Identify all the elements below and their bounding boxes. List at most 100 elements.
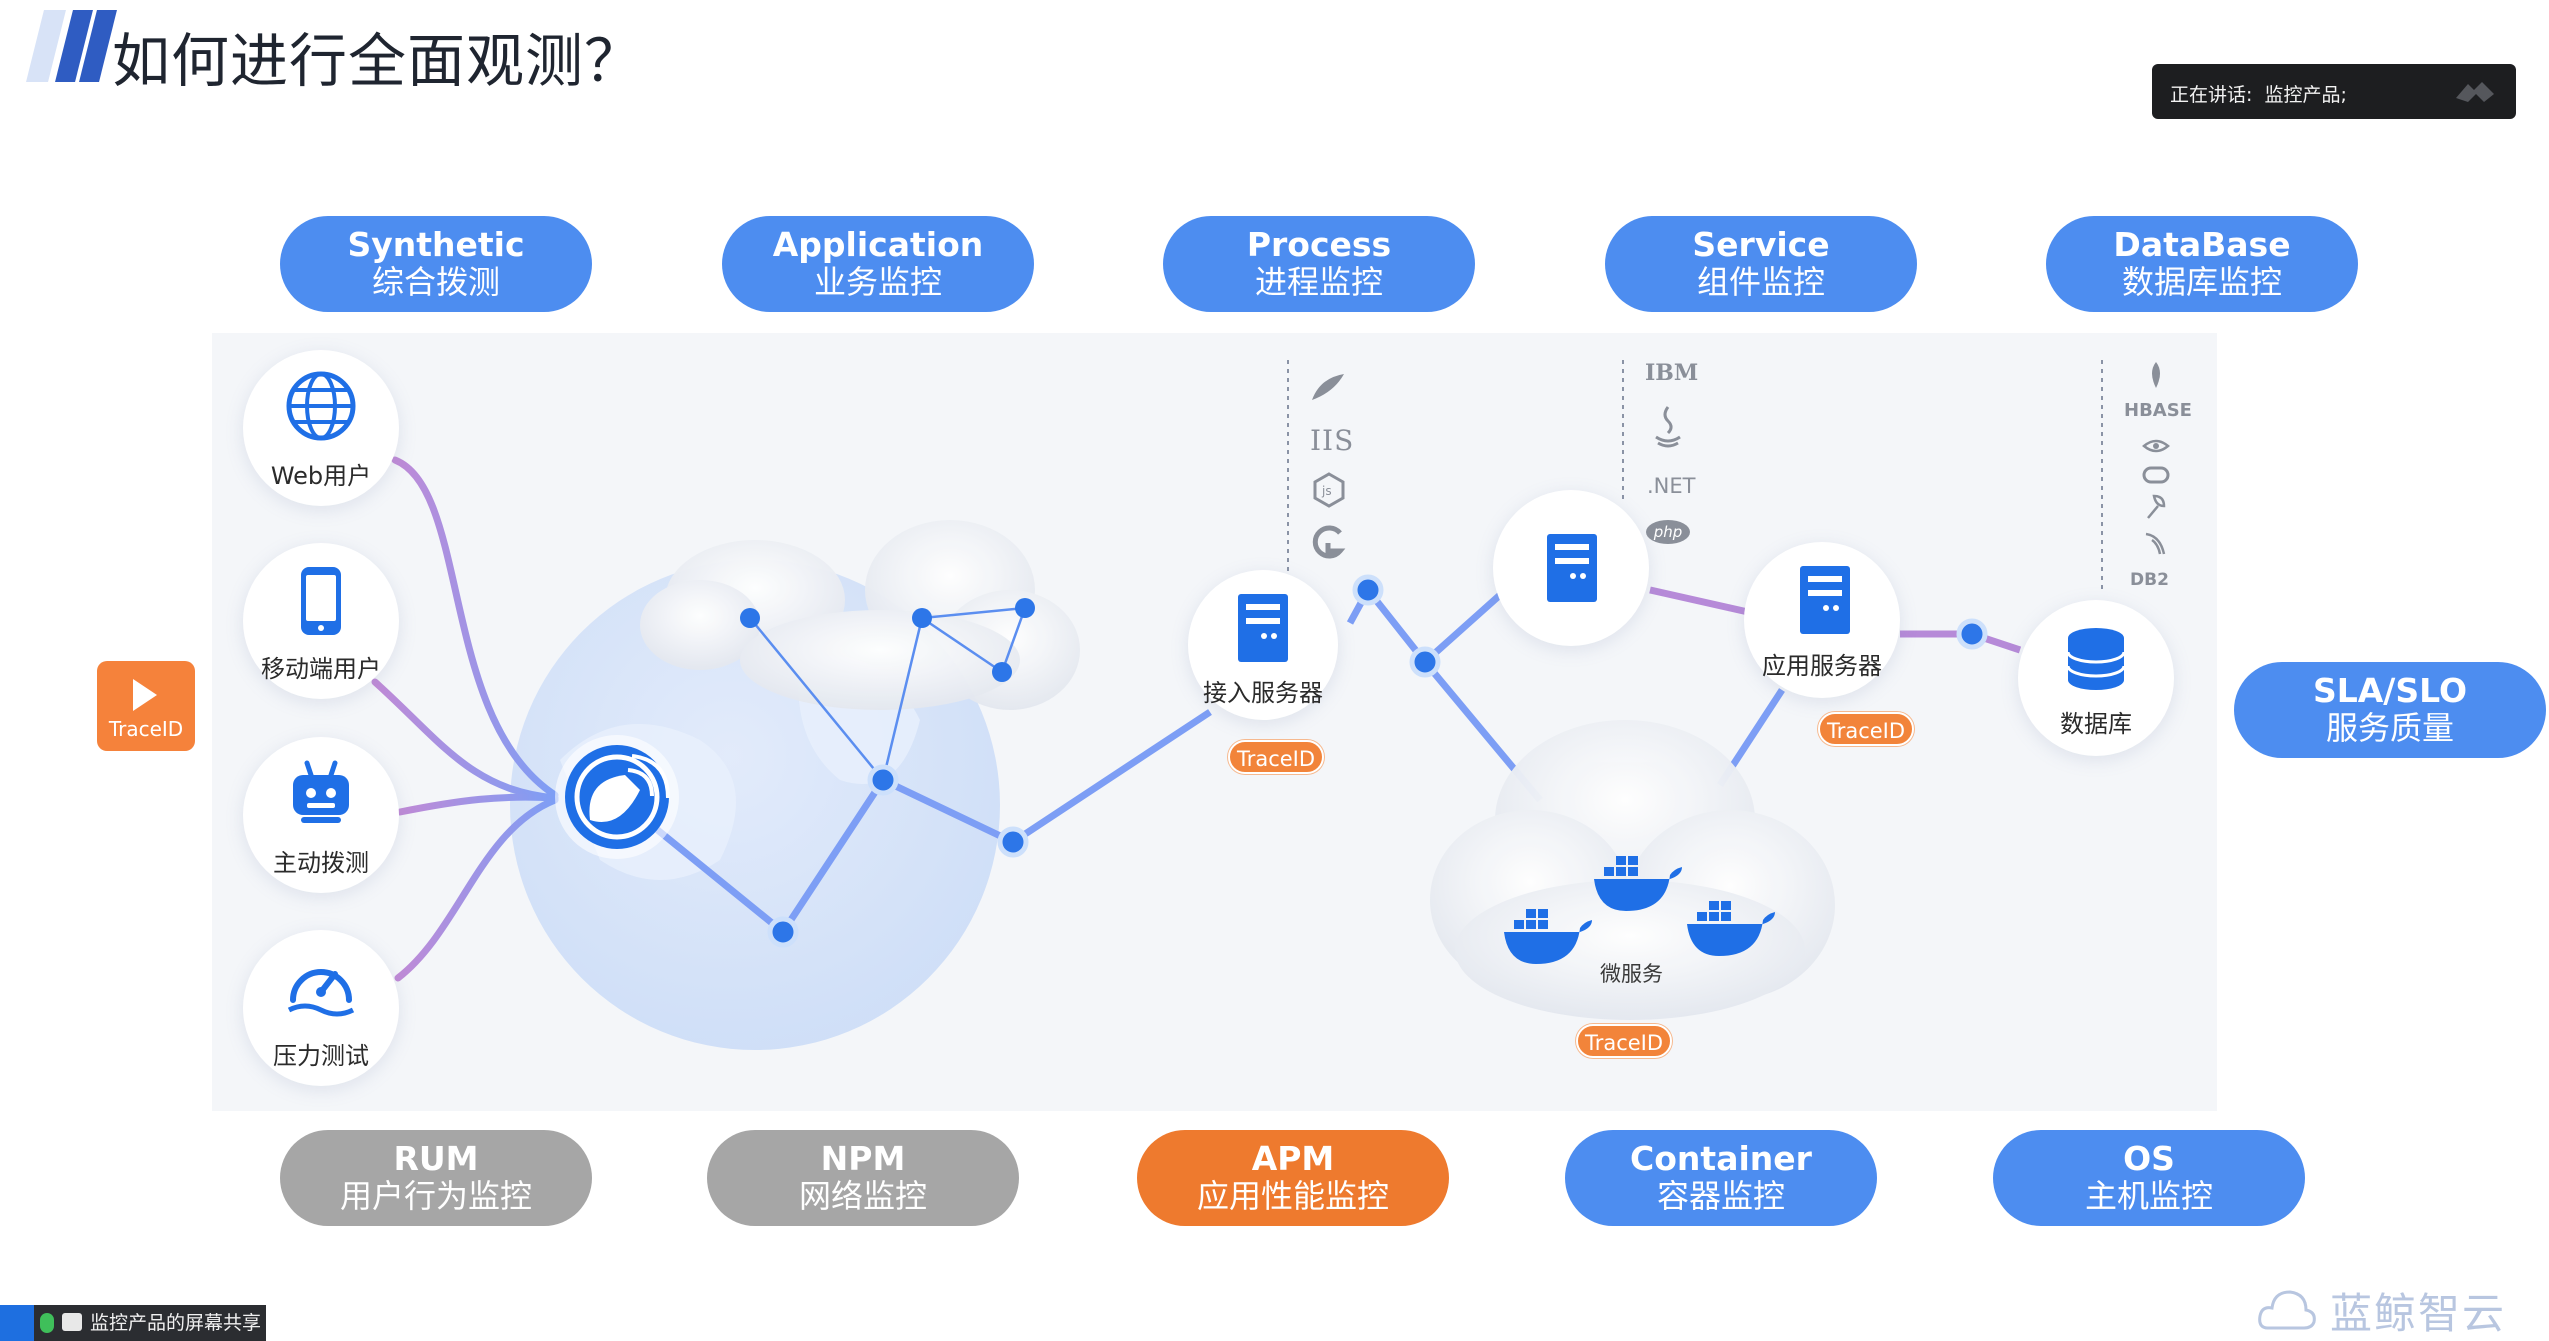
node-service-server[interactable] bbox=[1493, 490, 1649, 646]
server-icon bbox=[1800, 566, 1850, 634]
gin-icon bbox=[1312, 525, 1346, 559]
nodejs-icon: js bbox=[1313, 472, 1345, 508]
pill-en: NPM bbox=[820, 1139, 906, 1178]
screen-share-label: 监控产品的屏幕共享 bbox=[90, 1312, 262, 1334]
speaking-name: 监控产品; bbox=[2264, 84, 2347, 106]
java-icon bbox=[1655, 406, 1681, 448]
pill-zh: 综合拨测 bbox=[371, 262, 500, 301]
node-label: 主动拨测 bbox=[273, 849, 369, 877]
pill-en: DataBase bbox=[2113, 225, 2291, 264]
ibm-logo: IBM bbox=[1645, 360, 1699, 386]
pill-en: RUM bbox=[393, 1139, 479, 1178]
pill-os[interactable]: OS 主机监控 bbox=[1993, 1130, 2305, 1226]
traceid-source-badge[interactable]: TraceID bbox=[97, 661, 195, 751]
phone-icon bbox=[301, 567, 341, 635]
oracle-icon bbox=[2142, 466, 2170, 484]
redis-icon bbox=[2147, 494, 2166, 519]
sla-slo-pill[interactable]: SLA/SLO 服务质量 bbox=[2234, 662, 2546, 758]
node-synthetic-probe[interactable]: 主动拨测 bbox=[243, 737, 399, 893]
node-label: Web用户 bbox=[270, 462, 372, 490]
link-dot bbox=[867, 764, 899, 796]
play-icon bbox=[133, 679, 157, 711]
link-dot bbox=[997, 826, 1029, 858]
traceid-badge: TraceID bbox=[1576, 1024, 1672, 1058]
pill-container[interactable]: Container 容器监控 bbox=[1565, 1130, 1877, 1226]
server-icon bbox=[1238, 594, 1288, 662]
pill-en: Synthetic bbox=[347, 225, 525, 264]
database-icon bbox=[2066, 628, 2126, 690]
pill-en: Container bbox=[1630, 1139, 1812, 1178]
php-logo: php bbox=[1646, 520, 1690, 544]
link-dot bbox=[912, 608, 932, 628]
server-icon bbox=[1547, 534, 1597, 602]
sla-en: SLA/SLO bbox=[2312, 671, 2468, 710]
microphone-icon bbox=[40, 1313, 54, 1333]
mysql-icon bbox=[2145, 532, 2166, 555]
node-label: 应用服务器 bbox=[1762, 652, 1882, 680]
pill-apm[interactable]: APM 应用性能监控 bbox=[1137, 1130, 1449, 1226]
link-dot bbox=[1409, 646, 1441, 678]
speaking-label: 正在讲话: bbox=[2170, 84, 2253, 106]
node-label: 压力测试 bbox=[273, 1042, 369, 1070]
gauge-icon bbox=[287, 969, 355, 1017]
pill-zh: 进程监控 bbox=[1254, 262, 1383, 301]
pill-synthetic[interactable]: Synthetic 综合拨测 bbox=[280, 216, 592, 312]
pill-service[interactable]: Service 组件监控 bbox=[1605, 216, 1917, 312]
pill-rum[interactable]: RUM 用户行为监控 bbox=[280, 1130, 592, 1226]
hbase-logo: HBASE bbox=[2124, 400, 2192, 421]
node-web-users[interactable]: Web用户 bbox=[243, 350, 399, 506]
pill-zh: 网络监控 bbox=[798, 1176, 927, 1215]
node-access-server[interactable]: 接入服务器 bbox=[1188, 570, 1338, 720]
node-label: 移动端用户 bbox=[261, 655, 381, 683]
pill-process[interactable]: Process 进程监控 bbox=[1163, 216, 1475, 312]
traceid-badge: TraceID bbox=[1818, 712, 1914, 746]
docker-icon bbox=[1594, 856, 1682, 911]
pill-zh: 主机监控 bbox=[2084, 1176, 2213, 1215]
link-dot bbox=[1956, 618, 1988, 650]
traceid-label: TraceID bbox=[108, 717, 184, 741]
link-dot bbox=[1015, 598, 1035, 618]
db2-logo: DB2 bbox=[2130, 570, 2169, 590]
pill-en: Application bbox=[772, 225, 984, 264]
node-mobile-users[interactable]: 移动端用户 bbox=[243, 543, 399, 699]
pill-en: APM bbox=[1251, 1139, 1335, 1178]
iis-logo: IIS bbox=[1310, 424, 1355, 457]
audio-wave-icon bbox=[2456, 82, 2494, 102]
pill-zh: 应用性能监控 bbox=[1196, 1176, 1389, 1215]
node-database[interactable]: 数据库 bbox=[2018, 600, 2174, 756]
pill-application[interactable]: Application 业务监控 bbox=[722, 216, 1034, 312]
brand-name: 蓝鲸智云 bbox=[2330, 1289, 2507, 1338]
satellite-dish-icon bbox=[555, 735, 679, 859]
feather-icon bbox=[1312, 374, 1344, 400]
link-dot bbox=[992, 662, 1012, 682]
pill-zh: 用户行为监控 bbox=[339, 1176, 532, 1215]
user-icon bbox=[0, 1305, 34, 1341]
node-label: 数据库 bbox=[2060, 710, 2132, 738]
microservice-label: 微服务 bbox=[1600, 962, 1663, 986]
screen-share-bar[interactable]: 监控产品的屏幕共享 bbox=[0, 1305, 266, 1341]
eye-icon bbox=[2142, 439, 2170, 453]
svg-text:js: js bbox=[1321, 484, 1332, 498]
dotnet-logo: .NET bbox=[1647, 474, 1696, 498]
sla-zh: 服务质量 bbox=[2325, 708, 2454, 747]
traceid-badge: TraceID bbox=[1228, 740, 1324, 774]
link-dot bbox=[740, 608, 760, 628]
link-dot bbox=[767, 916, 799, 948]
brand-cloud-icon bbox=[2258, 1290, 2316, 1330]
pill-npm[interactable]: NPM 网络监控 bbox=[707, 1130, 1019, 1226]
pill-zh: 数据库监控 bbox=[2121, 262, 2282, 301]
pill-zh: 容器监控 bbox=[1656, 1176, 1785, 1215]
pill-en: Process bbox=[1246, 225, 1392, 264]
pill-zh: 业务监控 bbox=[813, 262, 942, 301]
globe-icon bbox=[286, 371, 356, 441]
node-stress-test[interactable]: 压力测试 bbox=[243, 930, 399, 1086]
page-title: 如何进行全面观测？ bbox=[112, 27, 644, 95]
robot-icon bbox=[293, 760, 349, 823]
node-label: 接入服务器 bbox=[1203, 679, 1323, 707]
pill-database[interactable]: DataBase 数据库监控 bbox=[2046, 216, 2358, 312]
speaking-indicator: 正在讲话: 监控产品; bbox=[2152, 64, 2516, 119]
mongodb-icon bbox=[2152, 362, 2160, 388]
docker-icon bbox=[1687, 901, 1775, 956]
node-app-server[interactable]: 应用服务器 bbox=[1744, 542, 1900, 698]
